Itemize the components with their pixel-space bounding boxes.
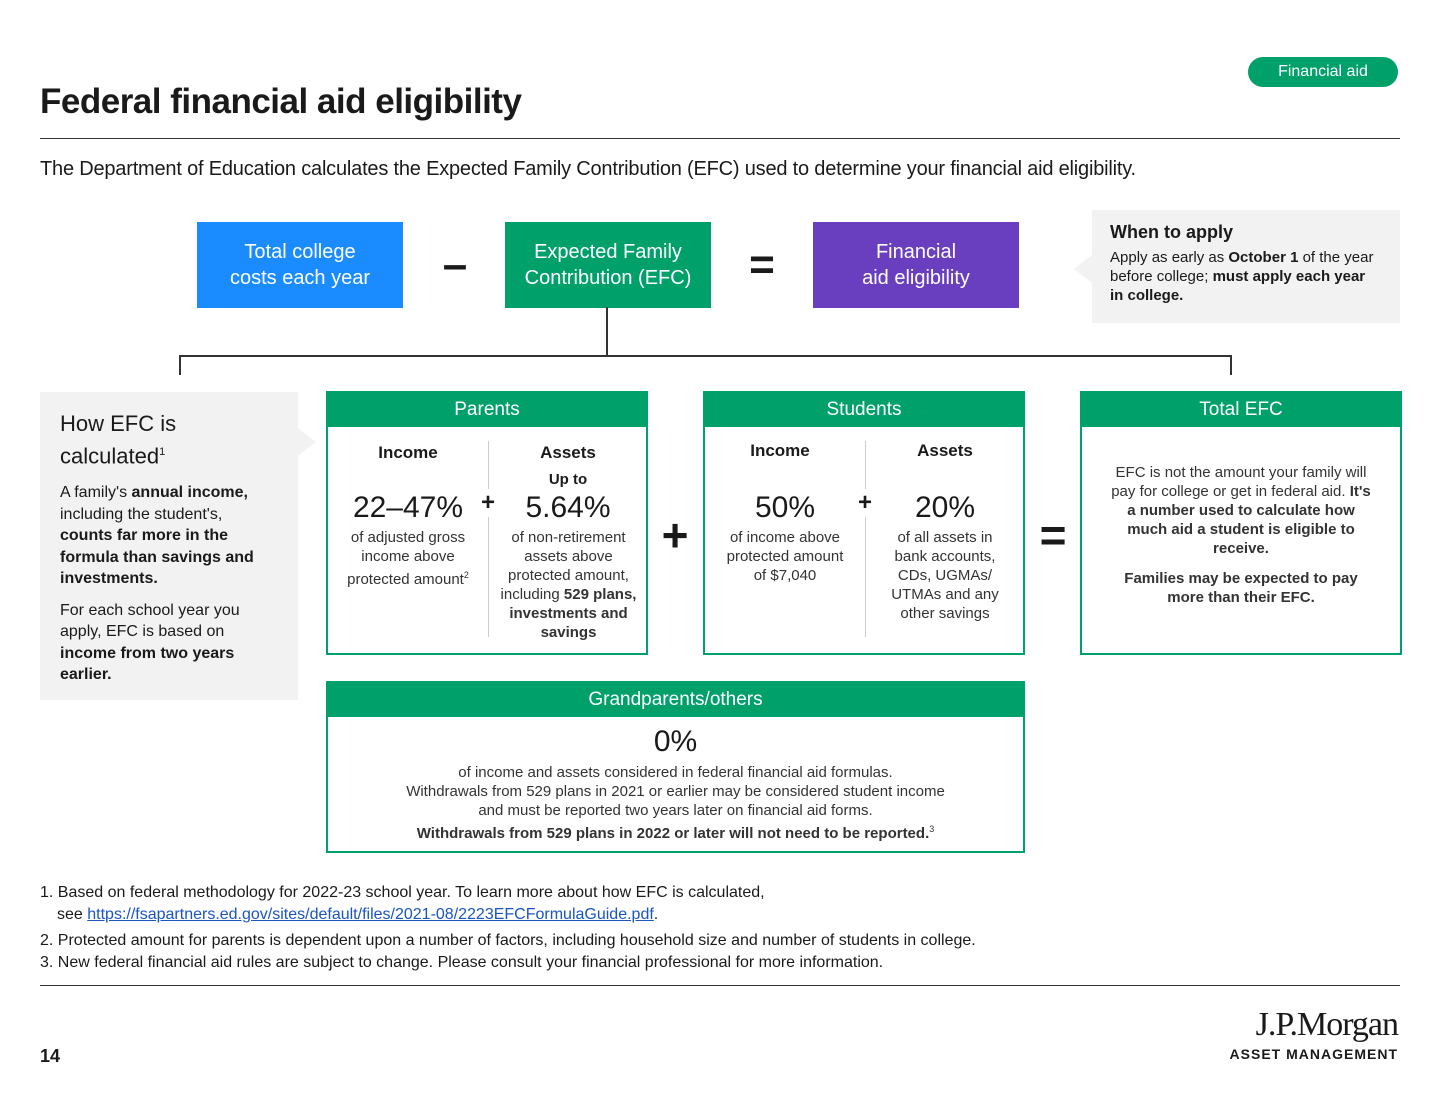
students-assets-value: 20% [914,491,976,524]
total-efc-para-2: Families may be expected to pay more tha… [1122,569,1360,607]
footnote-1b: see https://fsapartners.ed.gov/sites/def… [40,904,1340,926]
total-efc-header: Total EFC [1082,393,1400,427]
logo-line2: ASSET MANAGEMENT [1229,1046,1398,1062]
parents-income-value: 22–47% [352,491,464,524]
box3-line2: aid eligibility [862,267,970,289]
grandparents-card: Grandparents/others 0% of income and ass… [326,681,1025,853]
grandparents-line2: Withdrawals from 529 plans in 2021 or ea… [406,783,945,819]
how-efc-pointer [298,428,316,456]
financial-aid-eligibility-box: Financial aid eligibility [813,222,1019,308]
grandparents-value: 0% [653,725,698,758]
footnotes: 1. Based on federal methodology for 2022… [40,882,1340,974]
total-college-costs-box: Total college costs each year [197,222,403,308]
connector-horizontal [179,355,1232,357]
grandparents-sup: 3 [929,824,935,834]
big-plus-operator: + [661,509,689,561]
parents-header: Parents [328,393,646,427]
box1-line1: Total college [244,241,356,263]
grandparents-line3: Withdrawals from 529 plans in 2022 or la… [416,825,930,842]
total-efc-p1: EFC is not the amount your family will p… [1111,464,1367,500]
how-efc-sup: 1 [159,446,166,458]
wta-p1-bold: October 1 [1228,249,1299,266]
hefc-b1-bold: income from two years earlier. [60,644,235,684]
logo-line1: J.P.Morgan [1255,1006,1399,1043]
parents-assets-desc-bold: 529 plans, investments and savings [509,586,637,641]
total-efc-p2-bold: Families may be expected to pay more tha… [1124,570,1358,606]
how-efc-heading-1: How EFC is [60,411,177,436]
hefc-a1-bold: annual income, [131,484,248,502]
intro-text: The Department of Education calculates t… [40,158,1136,180]
total-efc-para-1: EFC is not the amount your family will p… [1110,463,1372,558]
wta-p1: Apply as early as [1110,249,1229,266]
parents-plus: + [478,489,498,517]
connector-vertical [606,307,608,356]
footnote-2: 2. Protected amount for parents is depen… [40,932,976,949]
box2-line2: Contribution (EFC) [524,267,692,289]
footnote-1b-end: . [653,906,659,923]
how-efc-callout: How EFC is calculated1 A family's annual… [40,392,298,700]
parents-assets-desc: of non-retirement assets above protected… [491,528,646,642]
total-efc-p1-bold: It's a number used to calculate how much… [1127,483,1371,557]
parents-assets-desc-text: of non-retirement assets above protected… [500,529,629,603]
students-assets-desc: of all assets in bank accounts, CDs, UGM… [891,529,999,622]
students-plus: + [855,489,875,517]
students-assets-label: Assets [917,441,973,460]
hefc-a2-bold: counts far more in the formula than savi… [60,527,254,588]
footnote-1a: 1. Based on federal methodology for 2022… [40,884,765,901]
hefc-a2: including the student's, [60,505,223,523]
footnote-1b-text: see [57,906,88,923]
parents-income-label: Income [378,443,438,462]
students-divider [865,441,866,637]
wta-p2-bold: must apply each year in college. [1110,268,1366,304]
hefc-a1: A family's [60,484,132,502]
parents-income-desc-text: of adjusted gross income above protected… [347,529,466,588]
students-income-desc: of income above protected amount of $7,0… [726,529,844,584]
how-efc-heading-2: calculated [60,443,160,469]
wta-p2: of the year before college; [1110,249,1374,285]
parents-income-desc: of adjusted gross income above protected… [338,528,478,589]
page-title: Federal financial aid eligibility [40,82,522,121]
total-efc-card: Total EFC EFC is not the amount your fam… [1080,391,1402,655]
when-to-apply-callout: When to apply Apply as early as October … [1092,210,1400,323]
box3-line1: Financial [875,241,957,263]
footnote-3: 3. New federal financial aid rules are s… [40,954,884,971]
when-to-apply-text: Apply as early as October 1 of the year … [1110,248,1382,305]
how-efc-para-1: A family's annual income, including the … [60,482,278,590]
students-card: Students Income 50% of income above prot… [703,391,1025,655]
big-equals-operator: = [1039,509,1067,561]
hefc-b1: For each school year you apply, EFC is b… [60,601,240,641]
when-to-apply-heading: When to apply [1110,222,1233,242]
connector-right-tick [1230,355,1232,375]
minus-operator: – [442,240,468,289]
parents-income-sup: 2 [463,570,469,580]
grandparents-desc: of income and assets considered in feder… [398,763,953,843]
jpmorgan-logo: J.P.Morgan ASSET MANAGEMENT [1229,1006,1399,1062]
parents-assets-label: Assets [540,443,596,462]
students-income-label: Income [750,441,810,460]
students-income-value: 50% [754,491,816,524]
efc-formula-guide-link[interactable]: https://fsapartners.ed.gov/sites/default… [87,906,654,923]
parents-assets-upto: Up to [548,471,588,488]
box2-line1: Expected Family [534,241,682,263]
how-efc-para-2: For each school year you apply, EFC is b… [60,600,278,686]
footer-divider [40,985,1400,986]
how-efc-heading: How EFC is calculated1 [60,410,278,470]
title-divider [40,138,1400,139]
parents-card: Parents Income 22–47% of adjusted gross … [326,391,648,655]
parents-assets-value: 5.64% [525,491,611,524]
grandparents-header: Grandparents/others [328,683,1023,717]
callout-pointer [1074,255,1092,283]
financial-aid-badge: Financial aid [1248,57,1398,87]
grandparents-line1: of income and assets considered in feder… [458,764,893,781]
page-number: 14 [40,1046,61,1066]
equals-operator: = [749,240,775,289]
students-header: Students [705,393,1023,427]
box1-line2: costs each year [229,267,371,289]
connector-left-tick [179,355,181,375]
parents-divider [488,441,489,637]
